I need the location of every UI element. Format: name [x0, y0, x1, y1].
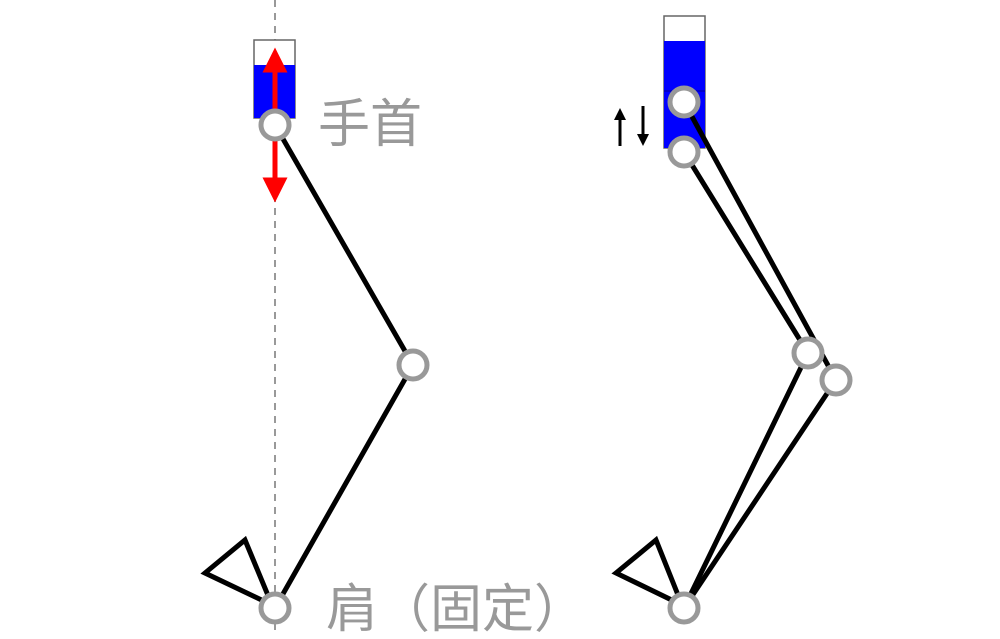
left-lower-link	[272, 362, 416, 611]
shoulder-label: 肩（固定）	[326, 580, 586, 639]
right-wrist-joint-b	[667, 135, 701, 169]
up-down-arrows-icon	[614, 106, 649, 146]
left-arm-figure: 手首 肩（固定）	[200, 0, 586, 639]
right-shoulder-joint	[667, 591, 701, 625]
right-lower-link-b	[681, 350, 811, 611]
left-wrist-joint	[258, 108, 292, 142]
right-upper-link-a	[681, 99, 839, 383]
right-lower-link-a	[681, 377, 839, 611]
right-upper-link-b	[681, 149, 811, 356]
wrist-label: 手首	[318, 95, 422, 155]
left-shoulder-joint	[258, 591, 292, 625]
right-elbow-joint-b	[791, 336, 825, 370]
right-arm-figure	[611, 15, 853, 625]
right-base-triangle	[611, 535, 687, 611]
left-base-triangle	[200, 535, 277, 611]
left-elbow-joint	[396, 348, 430, 382]
right-wrist-joint-a	[667, 85, 701, 119]
left-upper-link	[272, 122, 416, 368]
right-elbow-joint-a	[819, 363, 853, 397]
